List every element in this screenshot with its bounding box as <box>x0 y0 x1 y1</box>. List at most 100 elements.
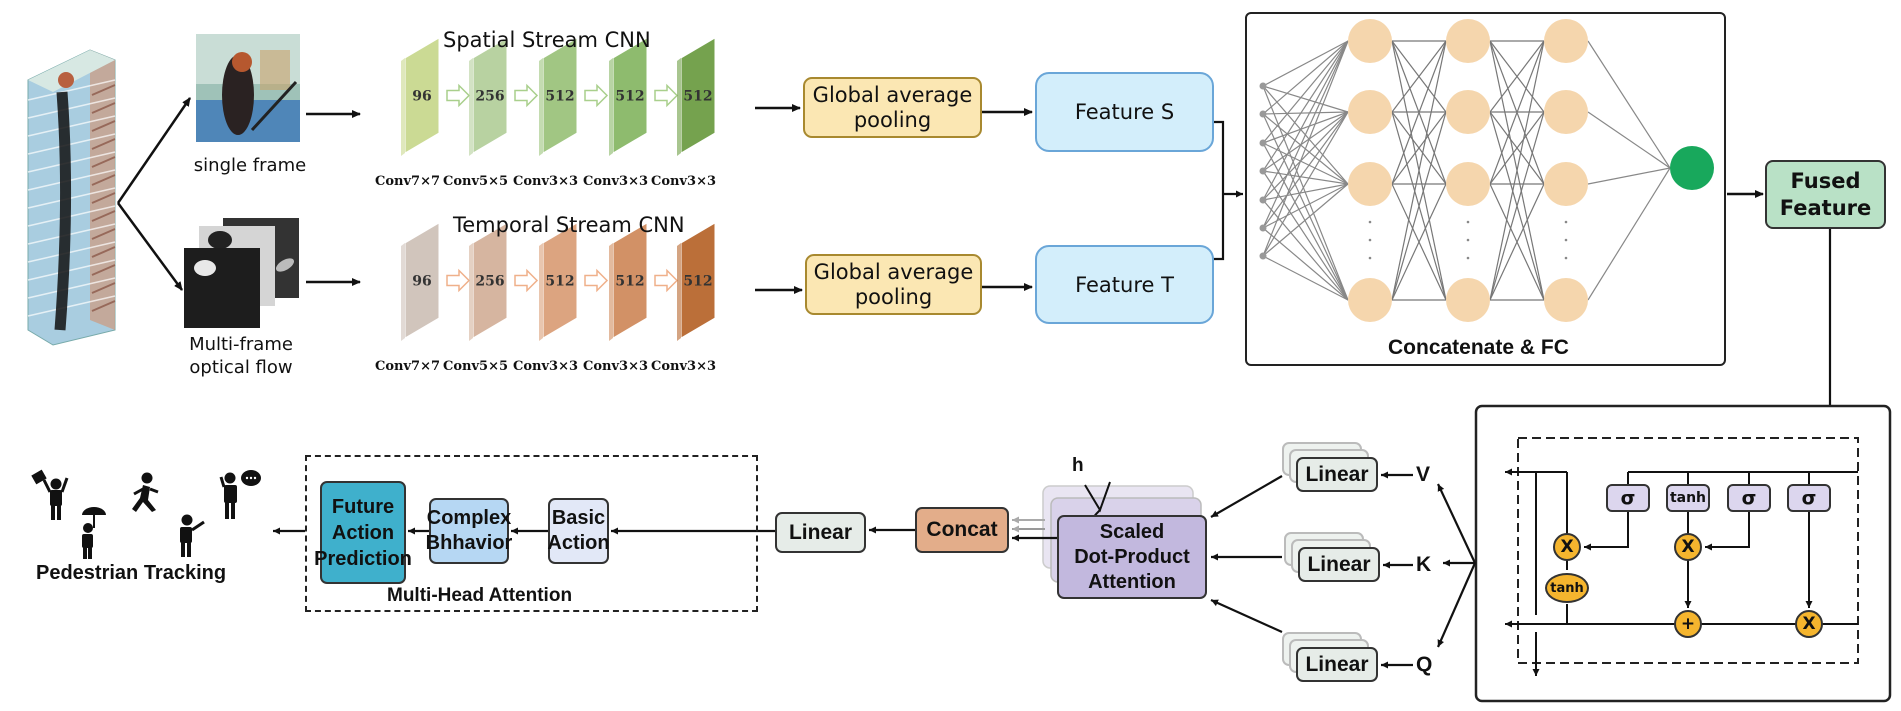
ellipsis-dot <box>1466 256 1470 260</box>
layer-arrow-icon <box>514 268 539 293</box>
spatial_stream-kernel-label: Conv3×3 <box>513 174 579 189</box>
basic-action-line1: Basic <box>551 507 606 529</box>
single-frame-label: single frame <box>193 155 307 176</box>
spatial_stream-layer-1: 256 <box>469 37 508 156</box>
fc-hidden-node <box>1544 19 1588 63</box>
future-action-line1: Future <box>331 495 395 518</box>
multiply-op: X <box>1795 610 1823 638</box>
concatenate-fc-box <box>1245 12 1726 366</box>
video-frame-stack <box>27 49 116 346</box>
arrow-lstm-to-v <box>1437 483 1476 564</box>
person-umbrella-icon <box>82 507 106 559</box>
ellipsis-dot <box>1466 220 1470 224</box>
arrow-to-single-frame <box>116 97 192 204</box>
sdpa-line2: Dot-Product <box>1074 545 1190 568</box>
fc-hidden-node <box>1446 162 1490 206</box>
layer-arrow-icon <box>446 268 471 293</box>
gap-temporal-line1: Global average <box>813 259 974 284</box>
arrow-linear-v-to-sdpa <box>1210 475 1283 518</box>
ellipsis-dot <box>1466 238 1470 242</box>
tanh-gate: tanh <box>1666 484 1710 512</box>
fused-feature-line2: Feature <box>1779 195 1872 220</box>
spatial_stream-kernel-label: Conv3×3 <box>651 174 717 189</box>
spatial_stream-layer-channels: 96 <box>412 89 431 105</box>
output-linear-label: Linear <box>788 520 853 544</box>
value-label: V <box>1416 463 1431 486</box>
spatial_stream-layer-2: 512 <box>539 37 578 156</box>
fused-feature-box: Fused Feature <box>1765 160 1886 229</box>
ellipsis-dot <box>1368 238 1372 242</box>
temporal_stream-layer-channels: 96 <box>412 274 431 290</box>
spatial_stream-layer-0: 96 <box>401 37 440 156</box>
concat-label: Concat <box>926 518 998 541</box>
multi-head-attention-title: Multi-Head Attention <box>387 585 573 606</box>
optical-flow-label-line2: optical flow <box>189 357 293 378</box>
ellipsis-dot <box>1564 220 1568 224</box>
spatial_stream-layer-4: 512 <box>677 37 716 156</box>
feature-s-label: Feature S <box>1074 100 1175 124</box>
layer-arrow-icon <box>584 268 609 293</box>
temporal_stream-kernel-label: Conv5×5 <box>443 359 509 374</box>
person-pointing-icon <box>180 514 205 557</box>
spatial_stream-layer-channels: 512 <box>545 89 574 105</box>
temporal_stream-kernel-label: Conv3×3 <box>651 359 717 374</box>
gap-spatial-line1: Global average <box>812 82 973 107</box>
single-frame-image <box>196 34 300 142</box>
arrow-lstm-to-q <box>1436 562 1477 648</box>
fc-hidden-node <box>1446 90 1490 134</box>
complex-behavior-line2: Bhhavior <box>425 532 513 554</box>
fc-network <box>1259 19 1714 322</box>
temporal_stream-layer-4: 512 <box>677 222 716 341</box>
scaled-dot-product-attention-box: Scaled Dot-Product Attention <box>1057 515 1207 599</box>
linear-q-label: Linear <box>1305 652 1369 676</box>
temporal_stream-layer-2: 512 <box>539 222 578 341</box>
temporal_stream-layer-channels: 512 <box>545 274 574 290</box>
spatial_stream-layer-channels: 512 <box>683 89 712 105</box>
fc-hidden-node <box>1544 90 1588 134</box>
gap-temporal-line2: pooling <box>854 284 933 309</box>
fc-output-node <box>1670 146 1714 190</box>
spatial_stream-layer-3: 512 <box>609 37 648 156</box>
temporal_stream-layer-channels: 512 <box>615 274 644 290</box>
ellipsis-dot <box>1564 256 1568 260</box>
fused-feature-line1: Fused <box>1790 168 1861 193</box>
feature-t-box: Feature T <box>1035 245 1214 324</box>
global-average-pooling-spatial: Global average pooling <box>803 77 982 138</box>
multi-head-attention-box <box>305 455 758 612</box>
feature-t-label: Feature T <box>1075 272 1174 297</box>
ellipsis-dot <box>1368 220 1372 224</box>
layer-arrow-icon <box>584 83 609 108</box>
multiply-op: X <box>1674 533 1702 561</box>
future-action-line3: Prediction <box>314 547 412 570</box>
arrow-linear-q-to-sdpa <box>1210 598 1283 634</box>
query-label: Q <box>1416 653 1433 676</box>
fc-input-node <box>1259 196 1267 204</box>
person-waving-bag-icon <box>31 469 69 520</box>
future-action-prediction-box: Future Action Prediction <box>314 481 412 584</box>
layer-arrow-icon <box>514 83 539 108</box>
fc-hidden-node <box>1348 19 1392 63</box>
heads-label: h <box>1072 455 1084 476</box>
spatial_stream-kernel-label: Conv3×3 <box>583 174 649 189</box>
temporal_stream-kernel-label: Conv7×7 <box>375 359 441 374</box>
layer-arrow-icon <box>446 83 471 108</box>
fc-hidden-node <box>1348 162 1392 206</box>
fc-input-node <box>1259 139 1267 147</box>
ellipsis-dot <box>1368 256 1372 260</box>
linear-q-box: Linear <box>1296 647 1378 682</box>
feature-s-box: Feature S <box>1035 72 1214 152</box>
linear-v-box: Linear <box>1296 457 1378 492</box>
linear-v-label: Linear <box>1305 462 1369 486</box>
fc-input-node <box>1259 167 1267 175</box>
layer-arrow-icon <box>654 268 679 293</box>
person-phone-icon <box>219 470 261 519</box>
temporal_stream-layer-3: 512 <box>609 222 648 341</box>
spatial_stream-kernel-label: Conv5×5 <box>443 174 509 189</box>
key-label: K <box>1416 553 1432 576</box>
add-op: + <box>1674 610 1702 638</box>
fc-hidden-node <box>1544 278 1588 322</box>
complex-behavior-line1: Complex <box>426 507 512 529</box>
future-action-line2: Action <box>331 521 395 544</box>
concat-box: Concat <box>915 507 1009 553</box>
temporal_stream-layer-1: 256 <box>469 222 508 341</box>
